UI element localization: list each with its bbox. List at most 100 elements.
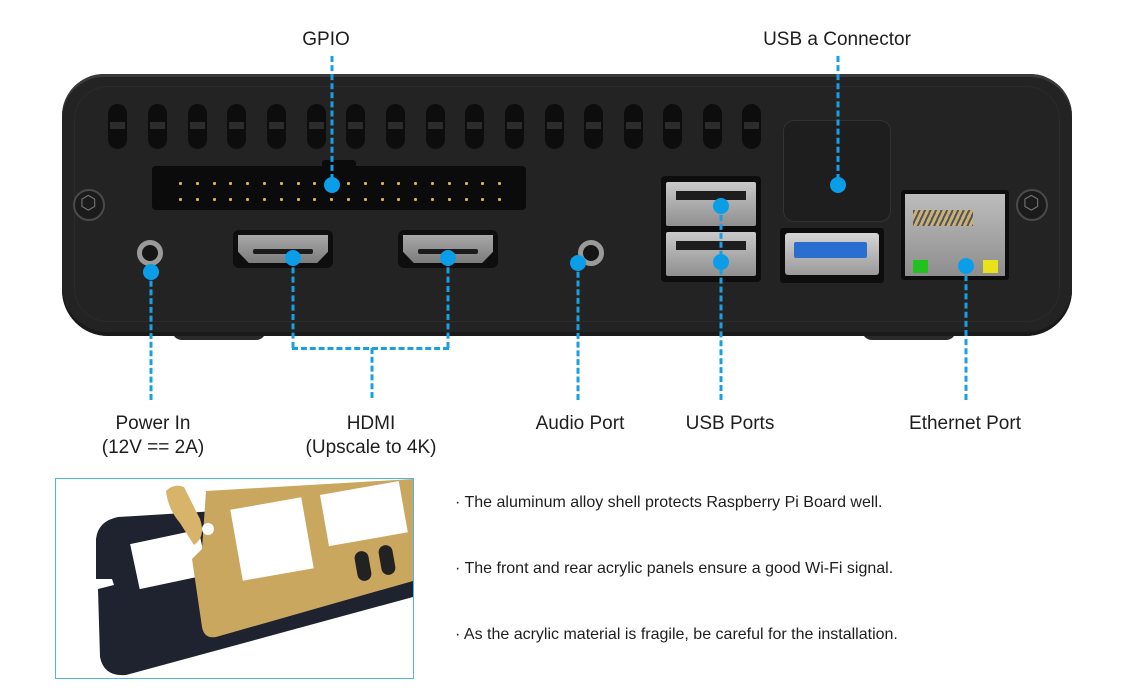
power-jack [137, 240, 163, 266]
hdmi1-marker-dot [285, 250, 301, 266]
vent [465, 104, 484, 149]
gpio-pin [347, 198, 350, 201]
gpio-pin [229, 198, 233, 201]
usb-a-connector-label: USB a Connector [763, 29, 911, 50]
gpio-label: GPIO [302, 29, 350, 50]
gpio-pin [380, 198, 384, 201]
ethernet-contacts [913, 210, 973, 226]
gpio-pin [481, 182, 485, 185]
audio-marker-dot [570, 255, 586, 271]
gpio-pin [195, 198, 199, 201]
hdmi-stem-line [370, 348, 374, 398]
usb-a-leader-line [836, 56, 840, 180]
acrylic-panel-photo [55, 478, 414, 679]
usb-lower-marker-dot [713, 254, 729, 270]
usb-ports-leader-line [719, 206, 723, 400]
feature-bullet-3: · As the acrylic material is fragile, be… [455, 626, 898, 643]
gpio-pin [313, 182, 317, 185]
gpio-pin [313, 198, 317, 201]
vent [346, 104, 365, 149]
usb-a-connector-assembly [780, 121, 890, 283]
gpio-pin [347, 182, 350, 185]
hdmi1-leader-line [291, 258, 295, 348]
vent [742, 104, 761, 149]
gpio-pin [380, 182, 384, 185]
gpio-pin [431, 182, 434, 185]
ethernet-port-label: Ethernet Port [909, 413, 1021, 434]
vent [267, 104, 286, 149]
gpio-pin [212, 198, 216, 201]
ethernet-led-green [913, 260, 928, 273]
vent [505, 104, 524, 149]
gpio-pin [414, 182, 418, 185]
gpio-pin [263, 198, 266, 201]
gpio-pin [296, 182, 300, 185]
vent [426, 104, 445, 149]
usb-ports-stack [661, 176, 761, 282]
gpio-pin [263, 182, 266, 185]
vent [624, 104, 643, 149]
ethernet-jack [901, 190, 1009, 280]
gpio-pin [330, 198, 334, 201]
ethernet-leader-line [964, 266, 968, 400]
gpio-pin [195, 182, 199, 185]
gpio-pin [414, 198, 418, 201]
gpio-pin [229, 182, 233, 185]
vent [227, 104, 246, 149]
gpio-leader-line [330, 56, 334, 180]
feature-bullet-1: · The aluminum alloy shell protects Rasp… [455, 494, 883, 511]
usb-port-lower [666, 232, 756, 276]
hdmi2-marker-dot [440, 250, 456, 266]
gpio-pin [296, 198, 300, 201]
usb-upper-marker-dot [713, 198, 729, 214]
gpio-pin [212, 182, 216, 185]
vent [108, 104, 127, 149]
gpio-pin [481, 198, 485, 201]
gpio-pin [363, 182, 367, 185]
hdmi2-leader-line [446, 258, 450, 348]
gpio-pin [397, 198, 401, 201]
gpio-pin [179, 198, 182, 201]
usb-a-marker-dot [830, 177, 846, 193]
gpio-pin [363, 198, 367, 201]
gpio-pin [246, 198, 250, 201]
feature-bullet-2: · The front and rear acrylic panels ensu… [455, 560, 894, 577]
vent [545, 104, 564, 149]
gpio-pin [397, 182, 401, 185]
gpio-pin [464, 182, 468, 185]
power-marker-dot [143, 264, 159, 280]
gpio-pin [179, 182, 182, 185]
audio-jack [578, 240, 604, 266]
vent [307, 104, 326, 149]
screw-left-icon [73, 189, 105, 221]
vent [703, 104, 722, 149]
gpio-pin [464, 198, 468, 201]
audio-leader-line [576, 263, 580, 400]
vent [386, 104, 405, 149]
usb3-port [780, 228, 884, 283]
usb-port-upper [666, 182, 756, 226]
vent [188, 104, 207, 149]
vent [148, 104, 167, 149]
hdmi-label: HDMI (Upscale to 4K) [305, 413, 437, 458]
gpio-pin [246, 182, 250, 185]
ethernet-marker-dot [958, 258, 974, 274]
gpio-notch [322, 160, 356, 168]
gpio-pin [498, 182, 502, 185]
usb3-tongue [794, 242, 867, 258]
vent [663, 104, 682, 149]
gpio-pin [431, 198, 434, 201]
gpio-marker-dot [324, 177, 340, 193]
power-leader-line [149, 272, 153, 400]
gpio-pin [279, 182, 283, 185]
gpio-pin [447, 198, 451, 201]
vent [584, 104, 603, 149]
screw-right-icon [1016, 189, 1048, 221]
gpio-pin [279, 198, 283, 201]
power-in-label: Power In (12V == 2A) [101, 413, 205, 458]
ethernet-led-yellow [983, 260, 998, 273]
usb-ports-label: USB Ports [685, 413, 775, 434]
audio-port-label: Audio Port [535, 413, 625, 434]
acrylic-panel-illustration [96, 479, 413, 676]
gpio-pin [447, 182, 451, 185]
